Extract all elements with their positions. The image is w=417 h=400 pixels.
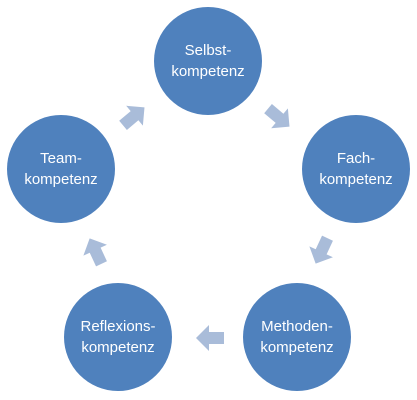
node-teamkompetenz: Team- kompetenz [7,115,115,223]
node-label: Team- kompetenz [24,150,98,188]
node-methodenkompetenz: Methoden- kompetenz [243,283,351,391]
node-label: Reflexions- kompetenz [80,318,156,356]
node-selbstkompetenz: Selbst- kompetenz [154,7,262,115]
node-label: Fach- kompetenz [319,150,393,188]
node-fachkompetenz: Fach- kompetenz [302,115,410,223]
arrow-team-to-selbst [119,105,145,130]
node-reflexionskompetenz: Reflexions- kompetenz [64,283,172,391]
arrow-selbst-to-fach [264,104,290,129]
arrow-reflexions-to-team [83,238,107,267]
arrow-fach-to-methoden [309,235,333,264]
node-label: Selbst- kompetenz [171,42,245,80]
arrow-methoden-to-reflexions [196,325,224,351]
node-label: Methoden- kompetenz [260,318,334,356]
